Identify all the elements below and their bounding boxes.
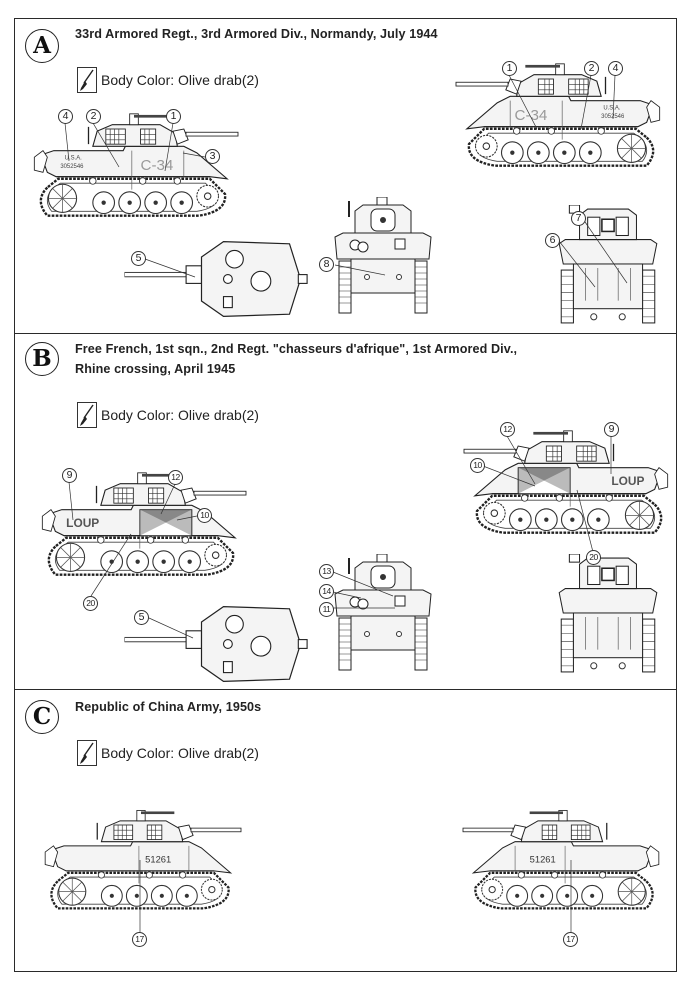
callout-17: 17 (132, 932, 147, 947)
scheme-a-panel: A 33rd Armored Regt., 3rd Armored Div., … (14, 18, 677, 334)
marking-usa: U.S.A. (65, 155, 83, 161)
scheme-letter-b: B (25, 342, 59, 376)
callout-leaders-b (68, 435, 612, 639)
tank-side-left-b: LOUP (27, 462, 257, 592)
scheme-a-body-color: Body Color: Olive drab(2) (77, 67, 259, 93)
callout-12-right: 12 (500, 422, 515, 437)
marking-hull-code-right: C-34 (515, 107, 548, 124)
body-color-label: Body Color: Olive drab(2) (101, 72, 259, 88)
callout-3: 3 (205, 149, 220, 164)
scheme-b-panel: B Free French, 1st sqn., 2nd Regt. "chas… (14, 333, 677, 690)
tank-side-left-c: 51261 (31, 800, 251, 925)
marking-serial-right: 51261 (530, 855, 556, 865)
scheme-c-panel: C Republic of China Army, 1950s Body Col… (14, 689, 677, 972)
callout-11: 11 (319, 602, 334, 617)
callout-17-right: 17 (563, 932, 578, 947)
callout-20-right: 20 (586, 550, 601, 565)
callout-10-right: 10 (470, 458, 485, 473)
callout-leaders-c (139, 860, 572, 932)
scheme-b-title-line-1: Free French, 1st sqn., 2nd Regt. "chasse… (75, 342, 518, 356)
scheme-b-title-line-2: Rhine crossing, April 1945 (75, 362, 236, 376)
callout-1-right: 1 (502, 61, 517, 76)
marking-name-right: LOUP (611, 474, 644, 488)
paintbrush-icon (77, 402, 97, 428)
callout-8: 8 (319, 257, 334, 272)
scheme-letter-a: A (25, 29, 59, 63)
callout-leaders-a (64, 74, 628, 288)
scheme-b-body-color: Body Color: Olive drab(2) (77, 402, 259, 428)
body-color-label: Body Color: Olive drab(2) (101, 745, 259, 761)
callout-1: 1 (166, 109, 181, 124)
callout-4-right: 4 (608, 61, 623, 76)
scheme-c-title: Republic of China Army, 1950s (75, 700, 262, 714)
callout-6: 6 (545, 233, 560, 248)
callout-13: 13 (319, 564, 334, 579)
callout-2: 2 (86, 109, 101, 124)
body-color-label: Body Color: Olive drab(2) (101, 407, 259, 423)
tank-side-right-c: 51261 (453, 800, 673, 925)
callout-14: 14 (319, 584, 334, 599)
callout-9-right: 9 (604, 422, 619, 437)
tank-side-right-b: LOUP (453, 420, 681, 550)
callout-20: 20 (83, 596, 98, 611)
callout-5: 5 (131, 251, 146, 266)
scheme-letter-c: C (25, 700, 59, 734)
callout-5-b: 5 (134, 610, 149, 625)
callout-9: 9 (62, 468, 77, 483)
callout-4: 4 (58, 109, 73, 124)
marking-name: LOUP (66, 516, 99, 530)
marking-serial: 51261 (145, 855, 171, 865)
callout-7: 7 (571, 211, 586, 226)
paintbrush-icon (77, 67, 97, 93)
callout-10: 10 (197, 508, 212, 523)
paintbrush-icon (77, 740, 97, 766)
marking-serial: 3052546 (60, 164, 84, 170)
callout-12: 12 (168, 470, 183, 485)
callout-2-right: 2 (584, 61, 599, 76)
scheme-c-body-color: Body Color: Olive drab(2) (77, 740, 259, 766)
marking-usa-right: U.S.A. (603, 105, 621, 111)
scheme-a-title: 33rd Armored Regt., 3rd Armored Div., No… (75, 27, 438, 41)
